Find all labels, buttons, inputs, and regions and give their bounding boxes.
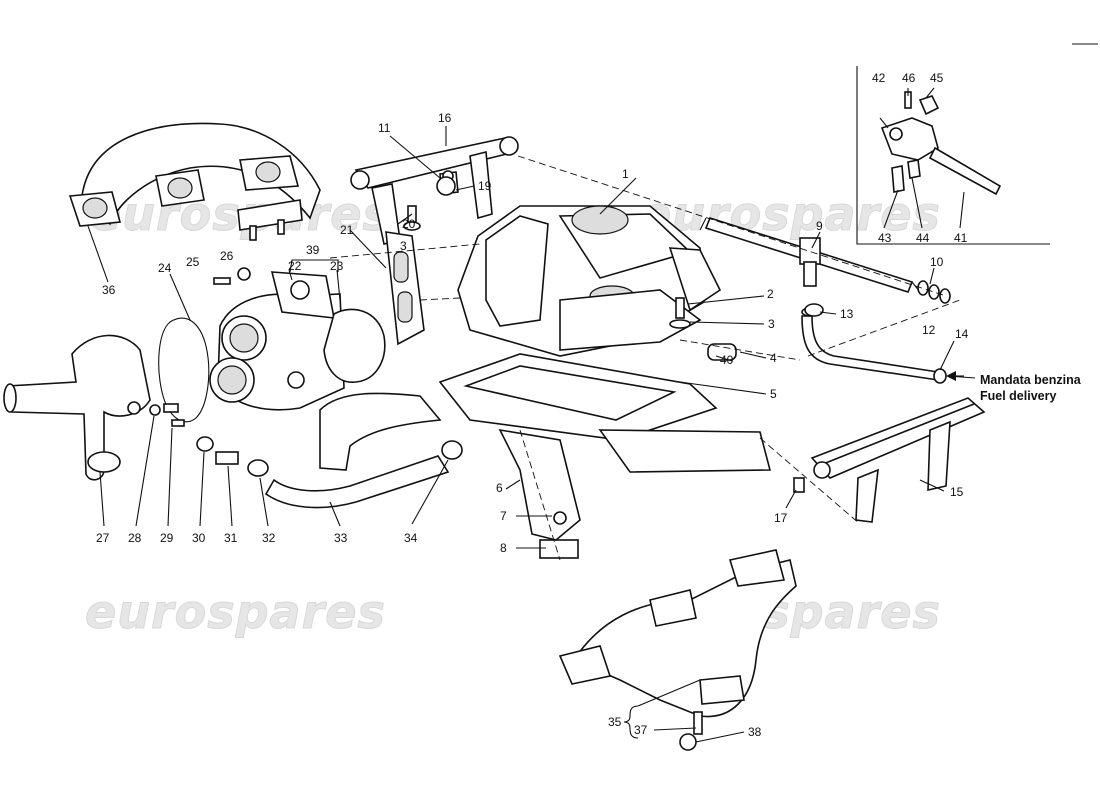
callout-28: 28 xyxy=(128,531,142,545)
callout-42: 42 xyxy=(872,71,886,85)
leader-lines xyxy=(87,87,965,743)
callout-36: 36 xyxy=(102,283,116,297)
fuel-hose-12 xyxy=(801,307,947,384)
fuel-note-it: Mandata benzina xyxy=(980,373,1082,387)
callout-9: 9 xyxy=(816,219,823,233)
oring-24 xyxy=(158,317,210,423)
callout-19: 19 xyxy=(478,179,492,193)
callout-4: 4 xyxy=(770,351,777,365)
callout-44: 44 xyxy=(916,231,930,245)
callout-22: 22 xyxy=(288,259,302,273)
callout-45: 45 xyxy=(930,71,944,85)
callout-20: 20 xyxy=(402,217,416,231)
callout-24: 24 xyxy=(158,261,172,275)
manifold-35 xyxy=(558,549,797,751)
callout-3b: 3 xyxy=(400,239,407,253)
callout-29: 29 xyxy=(160,531,174,545)
callout-40: 40 xyxy=(720,353,734,367)
callout-17: 17 xyxy=(774,511,788,525)
callout-43: 43 xyxy=(878,231,892,245)
callout-27: 27 xyxy=(96,531,110,545)
callout-46: 46 xyxy=(902,71,916,85)
small-fittings xyxy=(149,403,269,477)
callout-10: 10 xyxy=(930,255,944,269)
callout-1: 1 xyxy=(622,167,629,181)
throttle-body-39 xyxy=(209,271,386,411)
callout-41: 41 xyxy=(954,231,968,245)
watermark-top-right: eurospares xyxy=(640,187,941,241)
gasket-21 xyxy=(385,231,425,346)
intake-base xyxy=(319,353,772,559)
fuel-note-en: Fuel delivery xyxy=(980,389,1056,403)
callout-12: 12 xyxy=(922,323,936,337)
callout-34: 34 xyxy=(404,531,418,545)
water-outlet-27 xyxy=(3,334,151,481)
callout-31: 31 xyxy=(224,531,238,545)
fuel-rail-9 xyxy=(699,217,951,304)
callout-13: 13 xyxy=(840,307,854,321)
callout-26: 26 xyxy=(220,249,234,263)
manifold-36 xyxy=(68,122,321,241)
callout-37: 37 xyxy=(634,723,648,737)
callout-2: 2 xyxy=(767,287,774,301)
callout-32: 32 xyxy=(262,531,276,545)
inset-detail-box xyxy=(856,66,1050,245)
callout-16: 16 xyxy=(438,111,452,125)
callout-23: 23 xyxy=(330,259,344,273)
hose-33 xyxy=(264,455,450,509)
watermark-bottom-left: eurospares xyxy=(85,585,386,639)
callout-5: 5 xyxy=(770,387,777,401)
callout-30: 30 xyxy=(192,531,206,545)
callout-21: 21 xyxy=(340,223,354,237)
callout-6: 6 xyxy=(496,481,503,495)
fuel-delivery-arrow xyxy=(946,371,976,381)
alignment-lines xyxy=(329,155,961,561)
callout-25: 25 xyxy=(186,255,200,269)
callout-numbers: 1 2 3 3 4 5 6 7 8 9 10 11 12 13 14 15 16… xyxy=(96,71,969,739)
callout-7: 7 xyxy=(500,509,507,523)
fuel-rail-15 xyxy=(793,397,986,523)
clamp-34 xyxy=(441,440,463,460)
callout-38: 38 xyxy=(748,725,762,739)
callout-15: 15 xyxy=(950,485,964,499)
callout-33: 33 xyxy=(334,531,348,545)
callout-35: 35 xyxy=(608,715,622,729)
callout-39: 39 xyxy=(306,243,320,257)
callout-3a: 3 xyxy=(768,317,775,331)
callout-11: 11 xyxy=(378,121,391,135)
plenum-1 xyxy=(457,205,722,357)
callout-14: 14 xyxy=(955,327,969,341)
callout-8: 8 xyxy=(500,541,507,555)
